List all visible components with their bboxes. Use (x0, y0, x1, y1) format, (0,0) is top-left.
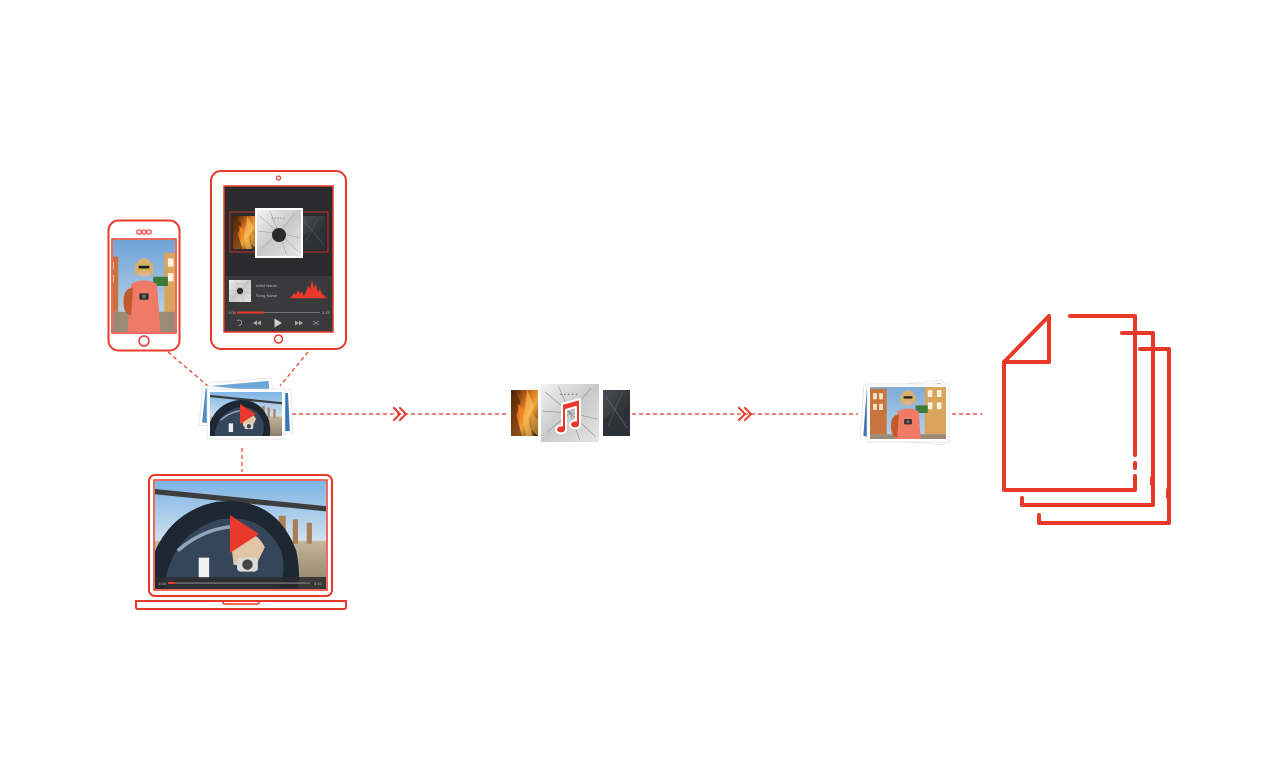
laptop-notch (221, 600, 261, 605)
double-chevron-right-icon (737, 406, 753, 422)
shuffle-icon[interactable] (312, 320, 320, 326)
documents-icon (1002, 314, 1171, 525)
laptop-progress-fill (168, 582, 176, 584)
phone-camera-dot (136, 229, 142, 235)
connector-tablet-to-stack (279, 351, 309, 387)
phone-camera-dot (146, 229, 152, 235)
play-icon[interactable] (230, 515, 259, 553)
now-playing-artist: Artist Name (256, 283, 278, 288)
album-disc (272, 228, 286, 242)
laptop-device: 1:05 3:15 (135, 474, 347, 610)
album-art-fire (233, 216, 257, 249)
phone-camera-dot (141, 229, 147, 235)
smartphone-device (107, 219, 181, 352)
music-note-icon (555, 398, 581, 435)
phone-home-button (138, 335, 150, 347)
tablet-time-elapsed: 1:05 (228, 310, 237, 315)
album-art-cracked (541, 384, 599, 442)
play-icon[interactable] (274, 318, 283, 328)
audio-waveform (290, 280, 326, 298)
tablet-device: Artist Name Song Name 1:05 3:15 (210, 170, 347, 350)
connector-phone-to-stack (167, 351, 209, 387)
tablet-home-button (273, 334, 284, 344)
now-playing-title: Song Name (256, 293, 278, 298)
laptop-progress-track[interactable] (168, 582, 310, 584)
album-art-dark (301, 216, 325, 249)
laptop-time-elapsed: 1:05 (158, 581, 167, 586)
laptop-time-total: 3:15 (314, 581, 323, 586)
photo-files-stack (859, 379, 950, 446)
music-files (511, 382, 630, 444)
play-icon (240, 404, 256, 424)
repeat-icon[interactable] (236, 319, 242, 326)
tablet-progress-fill (237, 311, 264, 314)
tablet-time-total: 3:15 (322, 310, 331, 315)
video-files-stack (198, 377, 294, 440)
fast-forward-icon[interactable] (295, 320, 303, 326)
album-carousel (229, 208, 329, 258)
rewind-icon[interactable] (253, 320, 261, 326)
laptop-base (135, 600, 347, 610)
album-art-dark (603, 390, 630, 436)
tablet-progress-track[interactable] (237, 312, 320, 313)
tablet-camera-dot (275, 175, 282, 181)
double-chevron-right-icon (392, 406, 408, 422)
album-art-fire (511, 390, 538, 436)
